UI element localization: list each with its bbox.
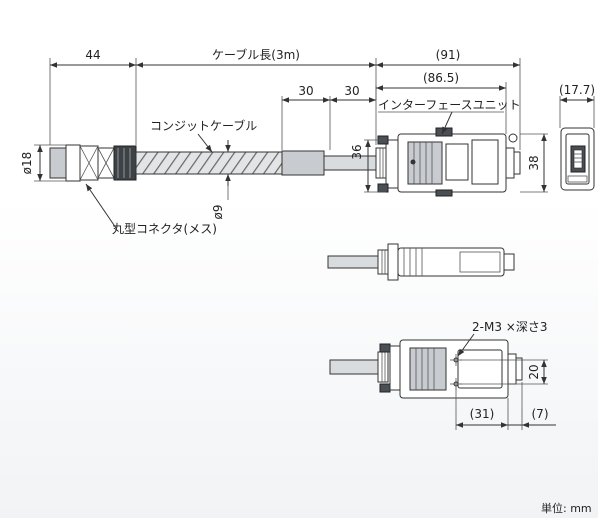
dim-18: ø18 [20,152,34,175]
label-conduit-cable: コンジットケーブル [150,118,257,133]
dim-30a: 30 [298,84,313,98]
dim-30b: 30 [344,84,359,98]
dim-17-7: (17.7) [559,83,595,97]
dim-36: 36 [350,144,364,159]
dim-44: 44 [85,48,100,62]
dim-86-5: (86.5) [423,71,459,85]
cable-sleeve [281,150,325,176]
unit-note: 単位: mm [541,501,592,515]
dim-9: ø9 [211,205,225,220]
label-mount-holes: 2-M3 ×深さ3 [472,320,547,334]
dim-7: (7) [532,407,549,421]
end-view: (17.7) [559,83,595,191]
round-connector [49,144,137,182]
dim-20: 20 [527,364,541,379]
label-interface-unit: インターフェースユニット [378,98,521,112]
dim-cable-length: ケーブル長(3m) [212,47,300,62]
side-view-assembly: 44 ケーブル長(3m) (91) (86.5) 30 30 インターフェースユ… [20,47,548,236]
bottom-view-unit: 2-M3 ×深さ3 20 (31) (7) [329,320,556,430]
dim-38: 38 [527,155,541,170]
conduit-cable [135,151,283,175]
dim-91: (91) [436,48,461,62]
top-view-unit [327,243,515,281]
dim-31: (31) [470,407,495,421]
label-round-connector: 丸型コネクタ(メス) [112,222,217,236]
interface-unit [375,127,521,197]
